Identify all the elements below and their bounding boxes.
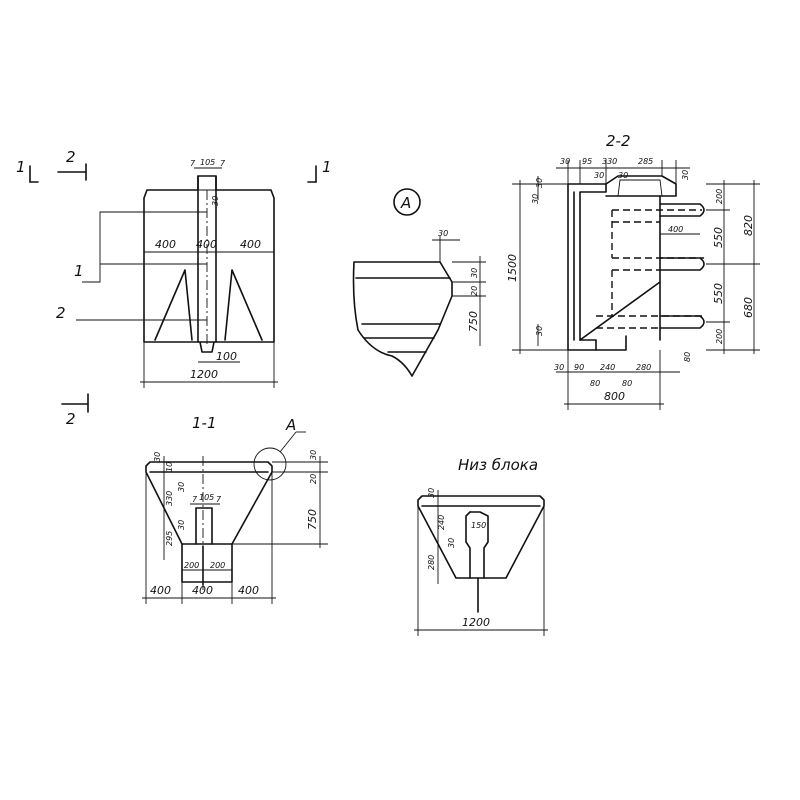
svg-text:30: 30 <box>535 178 544 188</box>
svg-text:10: 10 <box>165 462 174 472</box>
svg-text:30: 30 <box>177 482 186 492</box>
svg-text:30: 30 <box>309 450 318 460</box>
svg-text:240: 240 <box>437 515 446 530</box>
svg-text:200: 200 <box>715 189 724 204</box>
section-1-1-title: 1-1 <box>192 414 217 432</box>
svg-text:7: 7 <box>192 495 198 504</box>
svg-text:30: 30 <box>427 488 436 498</box>
marker-2-bottom-label: 2 <box>66 410 76 428</box>
svg-text:30: 30 <box>618 171 628 180</box>
section-1-1-callout-label: А <box>285 416 296 434</box>
svg-text:30: 30 <box>560 157 570 166</box>
svg-text:285: 285 <box>638 157 653 166</box>
svg-text:80: 80 <box>683 352 692 362</box>
svg-text:750: 750 <box>467 311 480 332</box>
svg-text:400: 400 <box>240 238 261 251</box>
svg-text:800: 800 <box>604 390 625 403</box>
svg-text:30: 30 <box>153 452 162 462</box>
detail-a-outline <box>352 261 453 377</box>
section-1-1-outline <box>145 461 273 583</box>
section-marker-2-bottom: 2 <box>61 393 89 428</box>
svg-text:200: 200 <box>210 561 225 570</box>
svg-text:95: 95 <box>582 157 592 166</box>
svg-text:7: 7 <box>220 159 226 168</box>
section-marker-1-right: 1 <box>307 158 332 183</box>
section-2-2-title: 2-2 <box>606 132 631 150</box>
svg-text:105: 105 <box>200 158 215 167</box>
svg-text:1200: 1200 <box>462 616 490 629</box>
bottom-view-outline <box>417 495 545 579</box>
section-2-2: 2-2 30 95 330 285 30 30 <box>506 132 760 410</box>
svg-text:7: 7 <box>216 495 222 504</box>
front-left-triangle <box>154 269 193 341</box>
svg-text:30: 30 <box>211 196 220 206</box>
svg-text:200: 200 <box>184 561 199 570</box>
svg-text:240: 240 <box>600 363 615 372</box>
svg-text:750: 750 <box>306 509 319 530</box>
svg-text:80: 80 <box>622 379 632 388</box>
svg-text:30: 30 <box>470 268 479 278</box>
svg-text:680: 680 <box>742 297 755 318</box>
svg-text:80: 80 <box>590 379 600 388</box>
leader-1-label: 1 <box>74 262 84 280</box>
leader-1 <box>82 211 207 283</box>
detail-a-callout-label: А <box>400 194 411 212</box>
section-1-1-callout-circle <box>253 447 287 481</box>
bottom-view-title: Низ блока <box>458 456 538 474</box>
svg-text:20: 20 <box>470 286 479 296</box>
svg-text:330: 330 <box>602 157 617 166</box>
svg-text:550: 550 <box>712 283 725 304</box>
svg-text:100: 100 <box>216 350 237 363</box>
svg-text:400: 400 <box>668 225 683 234</box>
svg-text:30: 30 <box>681 170 690 180</box>
svg-text:30: 30 <box>535 326 544 336</box>
svg-text:150: 150 <box>471 521 486 530</box>
svg-text:400: 400 <box>192 584 213 597</box>
svg-text:400: 400 <box>155 238 176 251</box>
svg-text:400: 400 <box>150 584 171 597</box>
svg-text:550: 550 <box>712 227 725 248</box>
section-1-1: 1-1 А 30 10 30 330 30 295 7 105 7 200 20… <box>142 414 328 604</box>
front-right-triangle <box>224 269 263 341</box>
svg-text:1500: 1500 <box>506 254 519 282</box>
leader-2-label: 2 <box>56 304 66 322</box>
marker-1-left-label: 1 <box>16 158 26 176</box>
detail-a-callout-circle <box>393 188 421 216</box>
svg-text:820: 820 <box>742 215 755 236</box>
front-view-outline <box>143 175 275 343</box>
svg-text:30: 30 <box>531 194 540 204</box>
svg-text:7: 7 <box>190 159 196 168</box>
svg-text:295: 295 <box>165 531 174 546</box>
svg-text:400: 400 <box>238 584 259 597</box>
bottom-view: Низ блока 150 30 240 30 280 1200 <box>414 456 548 636</box>
section-marker-1-left: 1 <box>16 158 39 183</box>
svg-text:105: 105 <box>199 493 214 502</box>
svg-text:90: 90 <box>574 363 584 372</box>
svg-text:330: 330 <box>165 491 174 506</box>
svg-text:20: 20 <box>309 474 318 484</box>
svg-text:30: 30 <box>438 229 448 238</box>
svg-text:280: 280 <box>636 363 651 372</box>
svg-text:30: 30 <box>554 363 564 372</box>
marker-2-top-label: 2 <box>66 148 76 166</box>
svg-text:400: 400 <box>196 238 217 251</box>
detail-a: А 30 30 20 750 <box>352 188 486 377</box>
front-view: 1 2 1 2 7 105 7 <box>16 148 332 428</box>
section-marker-2-top: 2 <box>57 148 87 181</box>
svg-text:1200: 1200 <box>190 368 218 381</box>
svg-text:280: 280 <box>427 555 436 570</box>
svg-text:200: 200 <box>715 329 724 344</box>
svg-text:30: 30 <box>177 520 186 530</box>
svg-text:30: 30 <box>447 538 456 548</box>
marker-1-right-label: 1 <box>322 158 332 176</box>
svg-text:30: 30 <box>594 171 604 180</box>
